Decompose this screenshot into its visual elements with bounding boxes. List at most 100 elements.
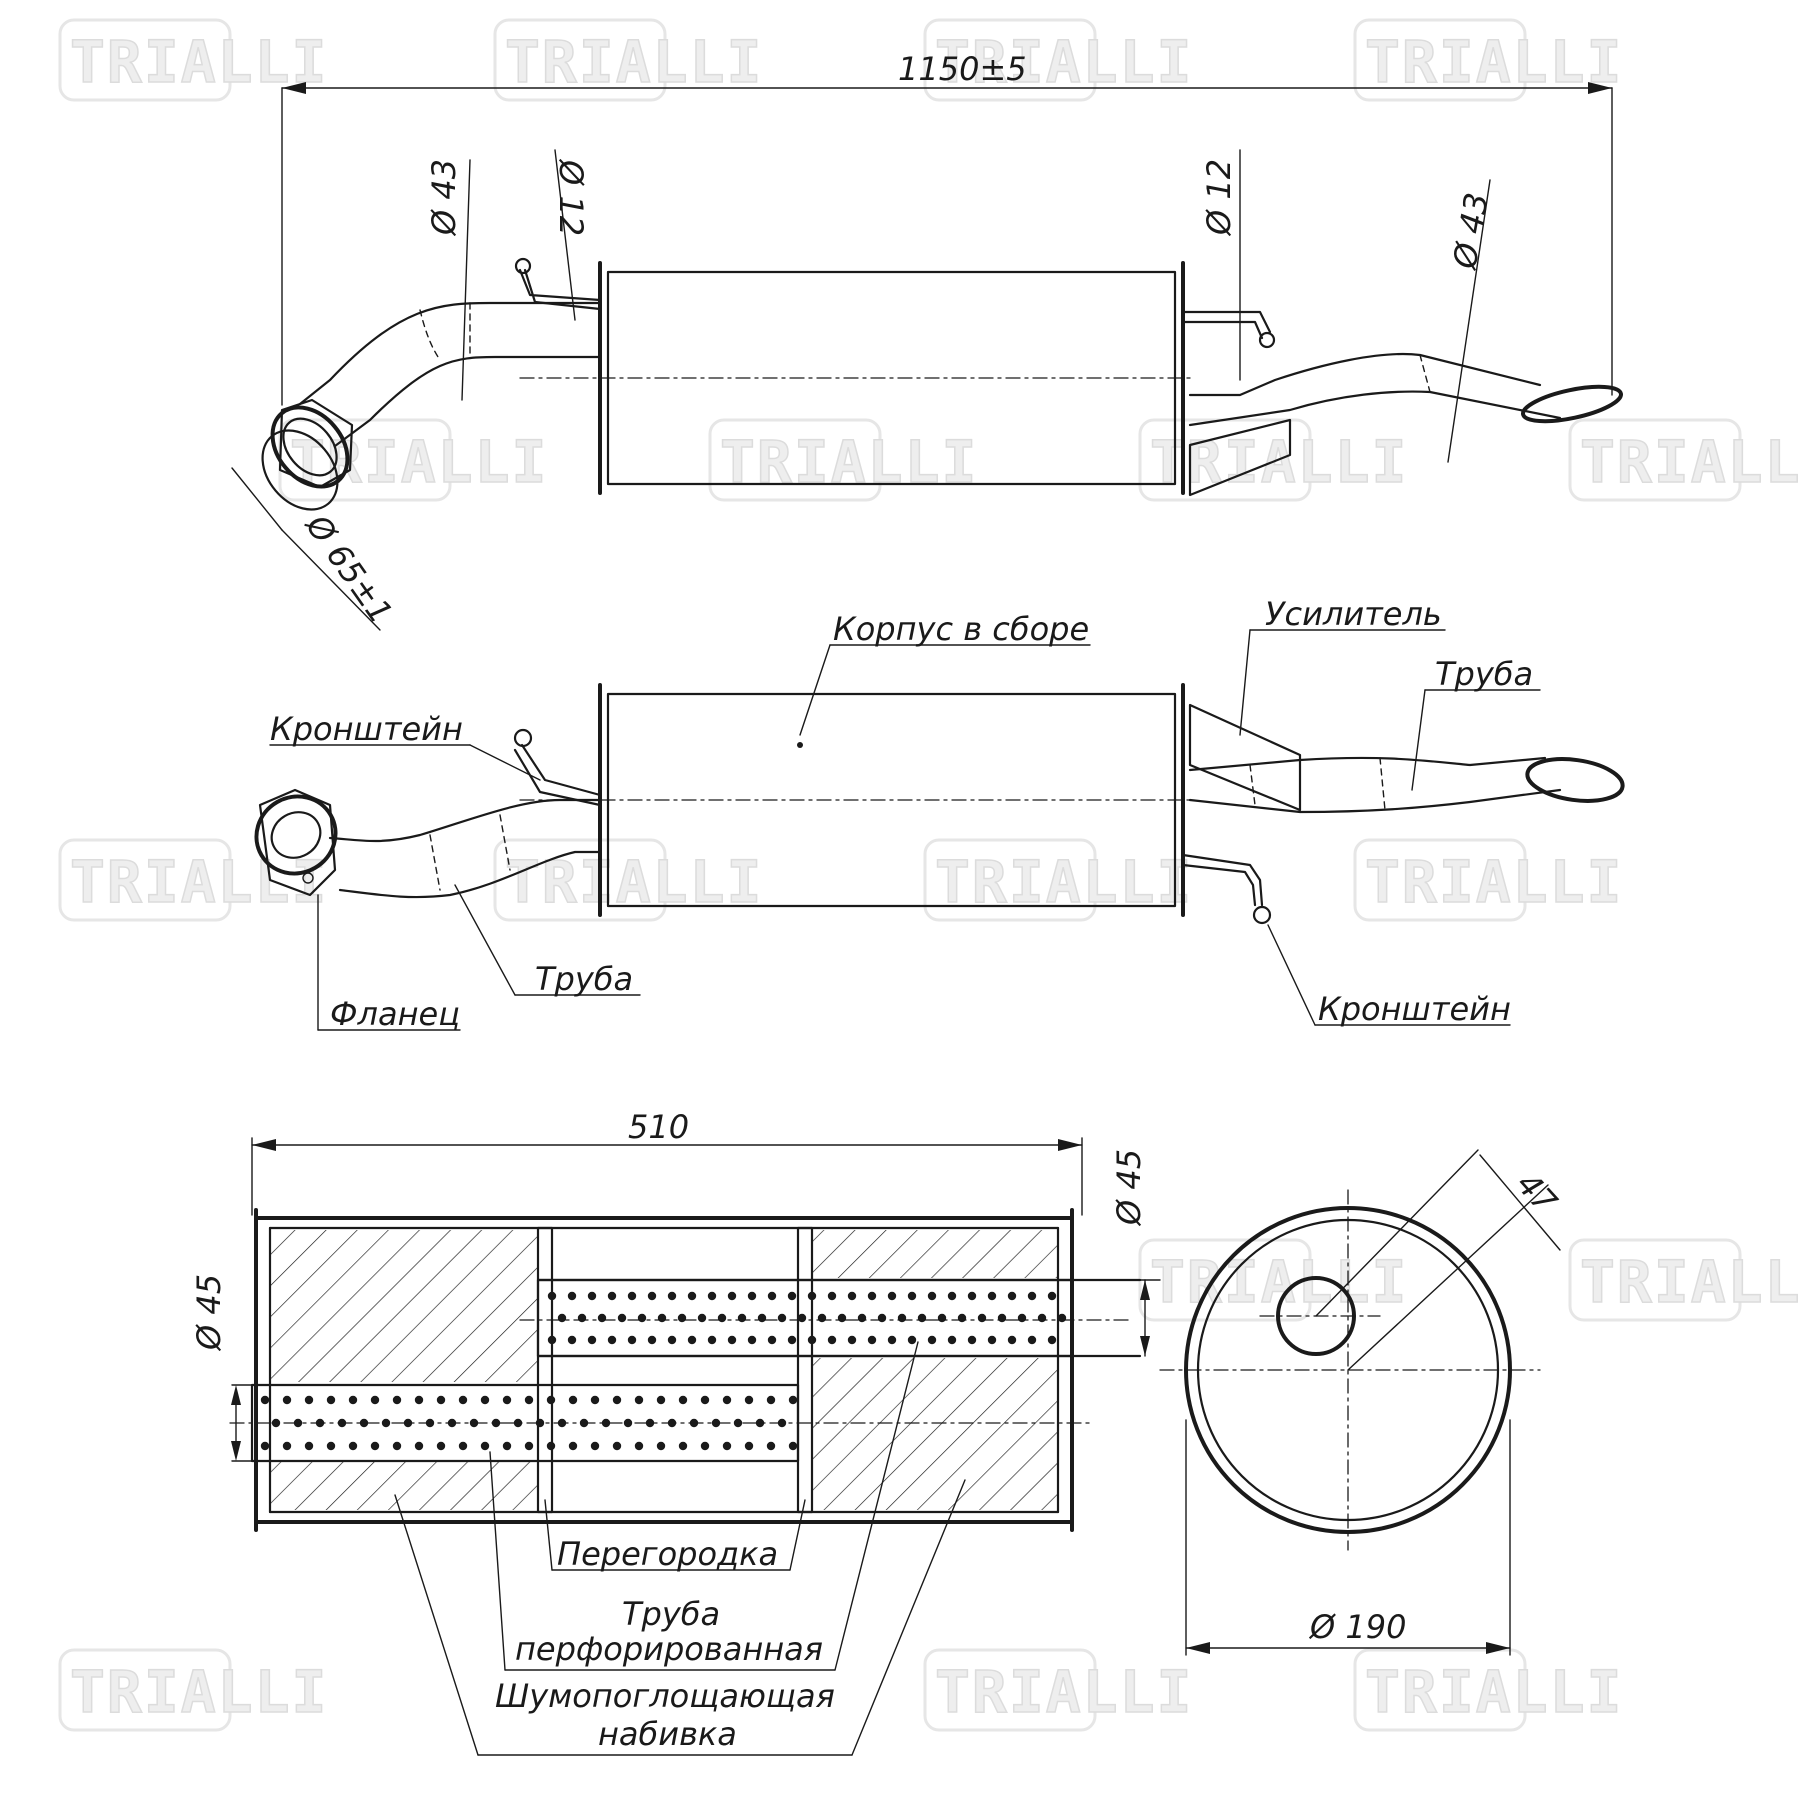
perforation-hole <box>1047 1335 1057 1345</box>
inlet-pipe <box>261 301 602 511</box>
perforation-hole <box>907 1335 917 1345</box>
outlet-diameter-label: Ø 43 <box>1445 190 1496 273</box>
perforation-hole <box>787 1335 797 1345</box>
perforation-hole <box>847 1335 857 1345</box>
perforation-hole <box>837 1313 847 1323</box>
outlet-diameter-callout: Ø 43 <box>1445 179 1496 463</box>
perforation-hole <box>546 1441 556 1451</box>
perforation-hole <box>927 1335 937 1345</box>
perforation-hole <box>1047 1291 1057 1301</box>
perforation-hole <box>607 1291 617 1301</box>
watermark: TRIALLI <box>1353 1648 1623 1732</box>
svg-text:TRIALLI: TRIALLI <box>1580 428 1800 496</box>
perforation-hole <box>700 1441 710 1451</box>
watermark: TRIALLI <box>923 18 1193 102</box>
label-bracket-right: Кронштейн <box>1267 924 1511 1028</box>
perforation-hole <box>766 1441 776 1451</box>
watermark: TRIALLI <box>58 1648 328 1732</box>
perforation-hole <box>997 1313 1007 1323</box>
watermark: TRIALLI <box>493 18 762 102</box>
watermark: TRIALLI <box>1138 418 1407 502</box>
inlet-internal-dia-label: Ø 45 <box>190 1274 228 1352</box>
perforation-hole <box>348 1395 358 1405</box>
watermark: TRIALLI <box>1568 1238 1800 1322</box>
perforation-hole <box>282 1441 292 1451</box>
bracket-right-diameter-label: Ø 12 <box>1200 159 1238 237</box>
bracket-left <box>514 257 602 311</box>
perforation-hole <box>480 1395 490 1405</box>
perforation-hole <box>502 1395 512 1405</box>
label-perforated-pipe: Труба перфорированная <box>489 1341 919 1671</box>
perforation-hole <box>687 1291 697 1301</box>
perforation-hole <box>1027 1335 1037 1345</box>
svg-text:TRIALLI: TRIALLI <box>70 848 328 916</box>
watermark: TRIALLI <box>1353 838 1622 922</box>
inlet-diameter-callout: Ø 43 <box>425 159 471 401</box>
perforation-hole <box>847 1291 857 1301</box>
perforation-hole <box>634 1441 644 1451</box>
perforation-hole <box>326 1395 336 1405</box>
perforation-hole <box>678 1441 688 1451</box>
label-acoustic-packing: Шумопоглощающая набивка <box>394 1479 966 1756</box>
perforation-hole <box>436 1395 446 1405</box>
label-outlet-pipe: Труба <box>1411 655 1541 791</box>
perforation-hole <box>597 1313 607 1323</box>
perforation-hole <box>807 1291 817 1301</box>
end-view-diameter-dimension: Ø 190 <box>1185 1419 1511 1656</box>
acoustic-packing <box>270 1230 1058 1510</box>
perforation-hole <box>557 1313 567 1323</box>
watermark: TRIALLI <box>58 18 327 102</box>
svg-text:перфорированная: перфорированная <box>515 1630 823 1668</box>
perforation-hole <box>359 1418 369 1428</box>
perforation-hole <box>627 1335 637 1345</box>
side-muffler-body <box>519 683 1191 917</box>
watermark: TRIALLI <box>58 838 328 922</box>
perforation-hole <box>788 1441 798 1451</box>
svg-text:Кронштейн: Кронштейн <box>270 710 463 748</box>
side-reinforcement <box>1188 703 1302 812</box>
side-flange <box>254 788 338 897</box>
watermark: TRIALLI <box>1568 418 1800 502</box>
end-view-diameter-label: Ø 190 <box>1308 1608 1406 1646</box>
perforation-hole <box>947 1291 957 1301</box>
svg-text:TRIALLI: TRIALLI <box>1150 1248 1408 1316</box>
watermark: TRIALLI <box>1353 18 1623 102</box>
perforation-hole <box>887 1335 897 1345</box>
svg-text:TRIALLI: TRIALLI <box>935 28 1193 96</box>
perforation-hole <box>807 1335 817 1345</box>
outlet-internal-dia-callout: Ø 45 <box>1110 1149 1161 1357</box>
svg-text:TRIALLI: TRIALLI <box>70 1658 328 1726</box>
perforation-hole <box>717 1313 727 1323</box>
inlet-diameter-label: Ø 43 <box>425 159 463 237</box>
perforation-hole <box>697 1313 707 1323</box>
perforation-hole <box>647 1291 657 1301</box>
perforation-hole <box>755 1418 765 1428</box>
perforation-hole <box>947 1335 957 1345</box>
flange-diameter-label: Ø 65±1 <box>297 506 400 630</box>
perforation-hole <box>827 1335 837 1345</box>
perforation-hole <box>627 1291 637 1301</box>
svg-text:Труба: Труба <box>622 1595 720 1633</box>
svg-text:TRIALLI: TRIALLI <box>1365 1658 1623 1726</box>
perforation-hole <box>857 1313 867 1323</box>
perforation-hole <box>897 1313 907 1323</box>
svg-text:набивка: набивка <box>598 1715 737 1753</box>
perforation-hole <box>1007 1335 1017 1345</box>
bracket-left-diameter-callout: Ø 12 <box>552 149 590 321</box>
perforation-hole <box>917 1313 927 1323</box>
perforation-hole <box>414 1441 424 1451</box>
svg-text:Перегородка: Перегородка <box>557 1535 778 1573</box>
perforation-hole <box>1007 1291 1017 1301</box>
watermark: TRIALLI <box>923 838 1192 922</box>
perforation-hole <box>524 1395 534 1405</box>
side-outlet-pipe <box>1188 756 1625 814</box>
svg-text:TRIALLI: TRIALLI <box>1365 28 1623 96</box>
perforation-hole <box>967 1335 977 1345</box>
perforation-hole <box>403 1418 413 1428</box>
perforation-hole <box>727 1335 737 1345</box>
overall-length-dimension: 1150±5 <box>281 50 1613 406</box>
outlet-internal-dia-label: Ø 45 <box>1110 1149 1148 1227</box>
watermark: TRIALLI <box>278 418 547 502</box>
perforation-hole <box>370 1441 380 1451</box>
